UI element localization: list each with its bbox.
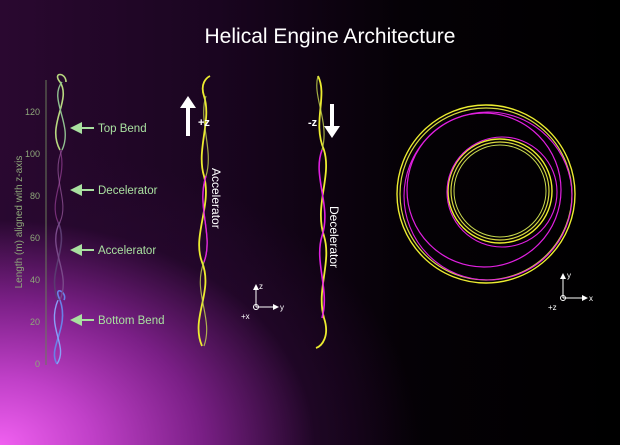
top-bend-strand-b (57, 81, 66, 151)
accelerator-label: Accelerator (98, 245, 156, 257)
bottom-bend-strand-a (53, 290, 66, 365)
top-bend-label: Top Bend (98, 123, 147, 135)
diagram-title: Helical Engine Architecture (205, 25, 456, 48)
full-loop-helix (53, 73, 67, 365)
y-tick-60: 60 (30, 233, 40, 243)
minus-z-label: -z (308, 117, 318, 129)
y-tick-80: 80 (30, 191, 40, 201)
decelerator-green-strand (316, 75, 325, 151)
outer-ring-yellow-a (396, 104, 576, 284)
side-y-label: y (280, 303, 284, 312)
side-x-axis-dot (253, 304, 259, 310)
side-z-label: z (259, 282, 263, 291)
outer-ring-magenta (403, 111, 573, 281)
accelerator-yellow-strand (197, 75, 211, 347)
mid-ring-magenta (406, 112, 562, 268)
accelerator-strand-b (55, 221, 64, 301)
side-x-label: +x (241, 312, 250, 321)
decelerator-helix (315, 75, 328, 349)
accelerator-helix (197, 75, 211, 347)
plus-z-label: +z (198, 117, 210, 129)
decelerator-label: Decelerator (98, 185, 158, 197)
decelerator-strand-a (54, 149, 63, 223)
accelerator-strand-a (53, 221, 63, 301)
y-tick-20: 20 (30, 317, 40, 327)
top-view-rings (396, 104, 576, 284)
top-z-axis-dot (560, 295, 566, 301)
top-z-label: +z (548, 303, 557, 312)
decelerator-strand-b (57, 149, 64, 223)
inner-ring-green (453, 144, 547, 238)
decelerator-yellow-strand (315, 75, 328, 349)
top-x-label: x (589, 294, 593, 303)
decelerator-helix-label: Decelerator (327, 206, 341, 268)
minus-z-arrow-icon (324, 126, 340, 138)
y-tick-0: 0 (35, 359, 40, 369)
y-tick-120: 120 (25, 107, 40, 117)
top-bend-strand-a (54, 73, 67, 151)
decelerator-magenta-strand (318, 149, 326, 319)
accelerator-magenta-segment (202, 175, 208, 263)
top-y-label: y (567, 271, 571, 280)
y-tick-100: 100 (25, 149, 40, 159)
y-tick-40: 40 (30, 275, 40, 285)
plus-z-arrow-icon (180, 96, 196, 108)
callouts: Top Bend Decelerator Accelerator Bottom … (70, 122, 164, 327)
y-axis-label: Length (m) aligned with z-axis (14, 156, 25, 289)
bottom-bend-strand-b (53, 299, 62, 365)
inner-ring-yellow-a (447, 138, 553, 244)
accelerator-helix-label: Accelerator (209, 168, 223, 229)
bottom-bend-label: Bottom Bend (98, 315, 164, 327)
side-axes-icon: z y +x (241, 282, 284, 321)
inner-ring-yellow-b (450, 141, 550, 241)
top-axes-icon: y x +z (548, 271, 593, 312)
length-axis: 0 20 40 60 80 100 120 Length (m) aligned… (14, 80, 47, 369)
inner-ring-magenta (446, 136, 558, 248)
